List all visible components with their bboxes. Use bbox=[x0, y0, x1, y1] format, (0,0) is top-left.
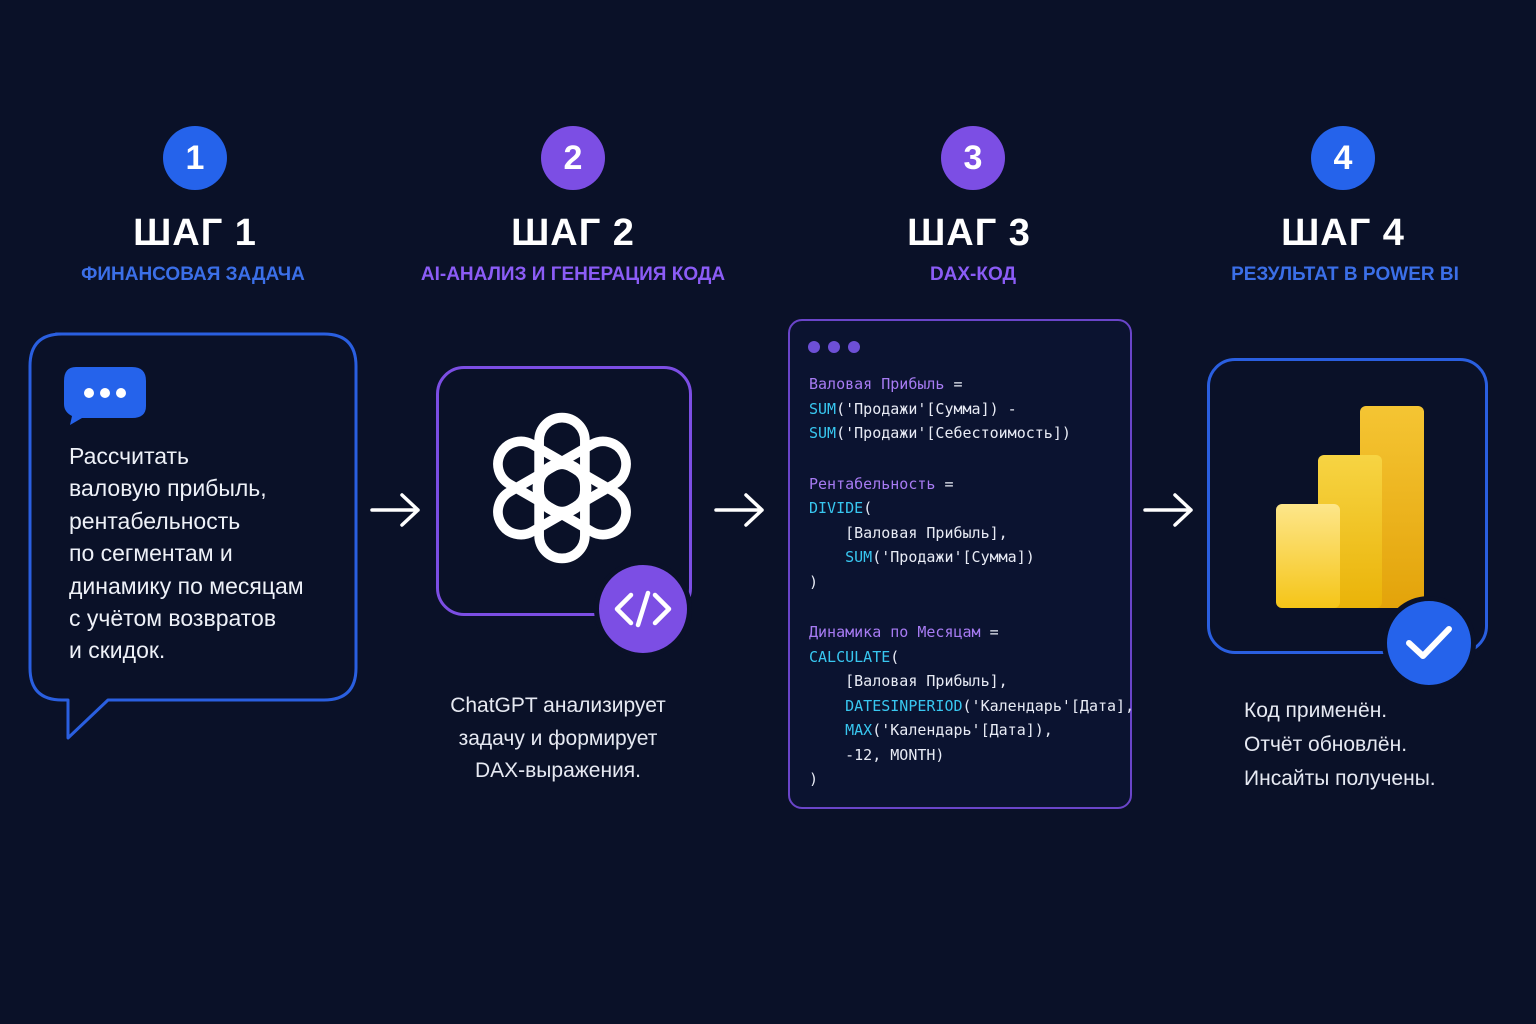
window-dot bbox=[808, 341, 820, 353]
code-token: Рентабельность bbox=[809, 474, 936, 493]
code-line: ) bbox=[809, 767, 1127, 792]
code-token: Валовая Прибыль bbox=[809, 375, 945, 393]
code-token: = bbox=[935, 474, 954, 493]
code-token: SUM bbox=[809, 424, 837, 442]
step-4-subtitle: РЕЗУЛЬТАТ В POWER BI bbox=[1231, 264, 1459, 285]
code-token: = bbox=[980, 623, 999, 641]
ai-card bbox=[436, 366, 692, 616]
task-line: и скидок. bbox=[69, 637, 166, 664]
code-line: [Валовая Прибыль], bbox=[809, 669, 1127, 694]
result-line: Инсайты получены. bbox=[1244, 767, 1436, 790]
result-line: Код применён. bbox=[1244, 699, 1388, 722]
check-icon bbox=[1406, 626, 1452, 659]
step-1-title: ШАГ 1 bbox=[133, 212, 257, 254]
step-3-title: ШАГ 3 bbox=[907, 212, 1031, 254]
code-token: -12, MONTH) bbox=[809, 745, 945, 764]
result-line: Отчёт обновлён. bbox=[1244, 733, 1408, 756]
step-3-subtitle: DAX-КОД bbox=[929, 264, 1017, 285]
code-line: SUM('Продажи'[Себестоимость]) bbox=[809, 421, 1127, 446]
task-line: по сегментам и bbox=[69, 540, 233, 567]
step-number: 3 bbox=[963, 138, 983, 177]
code-token bbox=[809, 721, 845, 739]
code-line: -12, MONTH) bbox=[809, 743, 1127, 768]
step-4-badge: 4 bbox=[1311, 126, 1375, 190]
ai-desc-line: задачу и формирует bbox=[458, 726, 658, 750]
task-text: Рассчитать валовую прибыль, рентабельнос… bbox=[69, 440, 339, 667]
code-token: DIVIDE bbox=[809, 499, 864, 517]
code-icon bbox=[614, 590, 672, 628]
code-badge bbox=[594, 560, 692, 658]
code-token: ( bbox=[890, 647, 900, 666]
chatgpt-logo-icon bbox=[493, 412, 631, 564]
code-window bbox=[788, 319, 1132, 809]
step-3-badge: 3 bbox=[941, 126, 1005, 190]
code-line: Рентабельность = bbox=[809, 472, 1127, 497]
task-speech-bubble bbox=[28, 332, 358, 740]
code-token: ) bbox=[809, 572, 819, 591]
code-line: Валовая Прибыль = bbox=[809, 372, 1127, 397]
code-line: SUM('Продажи'[Сумма]) bbox=[809, 545, 1127, 570]
ai-desc-line: DAX-выражения. bbox=[474, 759, 642, 782]
code-token: ('Календарь'[Дата], bbox=[962, 696, 1135, 715]
result-card bbox=[1207, 358, 1488, 654]
task-line: рентабельность bbox=[69, 507, 241, 534]
code-token: SUM bbox=[845, 548, 873, 566]
step-2-title: ШАГ 2 bbox=[511, 212, 635, 254]
code-line: Динамика по Месяцам = bbox=[809, 620, 1127, 645]
code-token: [Валовая Прибыль], bbox=[809, 523, 1008, 542]
arrow-right-icon bbox=[370, 493, 420, 527]
code-token: ('Продажи'[Себестоимость]) bbox=[836, 424, 1071, 442]
code-token: ('Продажи'[Сумма]) bbox=[872, 548, 1035, 566]
code-token: MAX bbox=[845, 721, 873, 739]
step-4-title: ШАГ 4 bbox=[1281, 212, 1405, 254]
code-token: ('Продажи'[Сумма]) - bbox=[836, 399, 1017, 418]
arrow-right-icon bbox=[1143, 493, 1193, 527]
window-dot bbox=[848, 341, 860, 353]
success-badge bbox=[1382, 596, 1476, 690]
window-dot bbox=[828, 341, 840, 353]
code-token bbox=[809, 697, 845, 715]
task-line: валовую прибыль, bbox=[69, 475, 267, 502]
ai-description: ChatGPT анализирует задачу и формирует D… bbox=[408, 690, 708, 788]
step-1-badge: 1 bbox=[163, 126, 227, 190]
ai-desc-line: ChatGPT анализирует bbox=[450, 694, 666, 717]
step-number: 4 bbox=[1333, 138, 1353, 177]
code-token: SUM bbox=[809, 399, 837, 418]
code-token: DATESINPERIOD bbox=[845, 696, 963, 715]
code-token: CALCULATE bbox=[809, 647, 891, 666]
code-token: = bbox=[944, 375, 963, 393]
step-1-subtitle: ФИНАНСОВАЯ ЗАДАЧА bbox=[81, 264, 305, 285]
result-description: Код применён. Отчёт обновлён. Инсайты по… bbox=[1244, 694, 1504, 796]
task-line: Рассчитать bbox=[69, 443, 190, 469]
code-line: SUM('Продажи'[Сумма]) - bbox=[809, 397, 1127, 422]
code-token: Динамика по Месяцам bbox=[809, 623, 981, 641]
chat-dots-icon bbox=[64, 367, 146, 425]
step-2-badge: 2 bbox=[541, 126, 605, 190]
window-dots bbox=[808, 341, 860, 353]
code-token: ( bbox=[863, 499, 873, 517]
code-line: MAX('Календарь'[Дата]), bbox=[809, 718, 1127, 743]
code-line: ) bbox=[809, 570, 1127, 595]
code-token: ) bbox=[809, 770, 819, 788]
code-line: DIVIDE( bbox=[809, 496, 1127, 521]
arrow-right-icon bbox=[714, 493, 764, 527]
step-number: 1 bbox=[185, 138, 205, 177]
task-line: динамику по месяцам bbox=[69, 572, 304, 599]
code-token: ('Календарь'[Дата]), bbox=[872, 721, 1053, 739]
step-2-subtitle: AI-АНАЛИЗ И ГЕНЕРАЦИЯ КОДА bbox=[420, 264, 726, 285]
code-line: CALCULATE( bbox=[809, 645, 1127, 670]
code-token: [Валовая Прибыль], bbox=[809, 672, 1008, 690]
code-line bbox=[809, 446, 1127, 472]
task-line: с учётом возвратов bbox=[69, 605, 277, 632]
step-number: 2 bbox=[563, 138, 583, 177]
code-line: [Валовая Прибыль], bbox=[809, 521, 1127, 546]
code-line: DATESINPERIOD('Календарь'[Дата], bbox=[809, 694, 1134, 719]
power-bi-logo-icon bbox=[1276, 406, 1424, 608]
code-token bbox=[809, 548, 845, 566]
code-line bbox=[809, 594, 1127, 620]
dax-code-block: Валовая Прибыль =SUM('Продажи'[Сумма]) -… bbox=[809, 372, 1134, 792]
